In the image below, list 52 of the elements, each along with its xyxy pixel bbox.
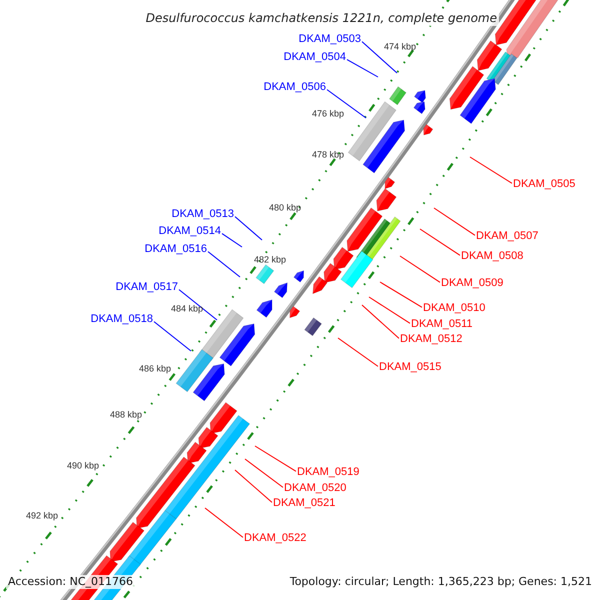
- gene-label: DKAM_0511: [411, 318, 473, 330]
- leader-line: [380, 282, 422, 308]
- gene-label: DKAM_0509: [441, 276, 504, 290]
- leader-line: [362, 304, 400, 339]
- leader-line: [222, 233, 242, 248]
- gene-label: DKAM_0520: [284, 482, 346, 494]
- leader-line: [234, 470, 272, 503]
- scale-label: 480 kbp: [268, 202, 302, 214]
- leader-line: [368, 296, 410, 324]
- scale-label: 484 kbp: [170, 304, 204, 314]
- scale-label: 476 kbp: [312, 108, 344, 120]
- leader-line: [254, 446, 296, 472]
- leader-line: [400, 256, 440, 283]
- gene-label: DKAM_0508: [461, 250, 524, 262]
- gene-label: DKAM_0506: [264, 80, 326, 94]
- scale-label: 488 kbp: [110, 410, 142, 420]
- scale-label: 490 kbp: [66, 460, 100, 472]
- gene-label: DKAM_0512: [400, 332, 462, 346]
- leader-line: [470, 156, 512, 184]
- leader-line: [208, 251, 240, 278]
- scale-label: 482 kbp: [254, 254, 286, 266]
- gene-label: DKAM_0510: [423, 302, 486, 314]
- scale-label: 474 kbp: [384, 42, 416, 52]
- gene-label: DKAM_0513: [172, 208, 234, 220]
- gene-label: DKAM_0514: [158, 224, 221, 238]
- scale-label: 492 kbp: [26, 510, 58, 522]
- accession-text: Accession: NC_011766: [6, 575, 136, 589]
- gene-label: DKAM_0517: [116, 280, 178, 294]
- leader-line: [346, 59, 378, 78]
- genome-info-text: Topology: circular; Length: 1,365,223 bp; Genes: 1,521: [288, 575, 594, 589]
- leader-line: [434, 208, 476, 236]
- leader-line: [178, 289, 218, 320]
- gene-label: DKAM_0503: [298, 32, 361, 46]
- gene-label: DKAM_0515: [379, 360, 442, 374]
- leader-line: [420, 228, 460, 256]
- scale-label: 478 kbp: [312, 150, 344, 160]
- gene-label: DKAM_0521: [273, 496, 336, 510]
- gene-label: DKAM_0518: [90, 312, 153, 326]
- scale-label: 486 kbp: [138, 364, 172, 374]
- gene-label: DKAM_0507: [476, 230, 538, 242]
- gene-label: DKAM_0519: [297, 466, 360, 478]
- leader-line: [204, 508, 244, 538]
- gene-label: DKAM_0505: [513, 178, 576, 190]
- gene-label: DKAM_0522: [244, 532, 306, 544]
- leader-line: [326, 89, 366, 118]
- leader-line: [244, 458, 284, 488]
- leader-line: [234, 216, 262, 240]
- gene-label: DKAM_0516: [144, 242, 207, 256]
- leader-line: [338, 338, 378, 367]
- leader-line: [362, 41, 398, 74]
- gene-label: DKAM_0504: [284, 50, 346, 64]
- leader-line: [154, 321, 192, 352]
